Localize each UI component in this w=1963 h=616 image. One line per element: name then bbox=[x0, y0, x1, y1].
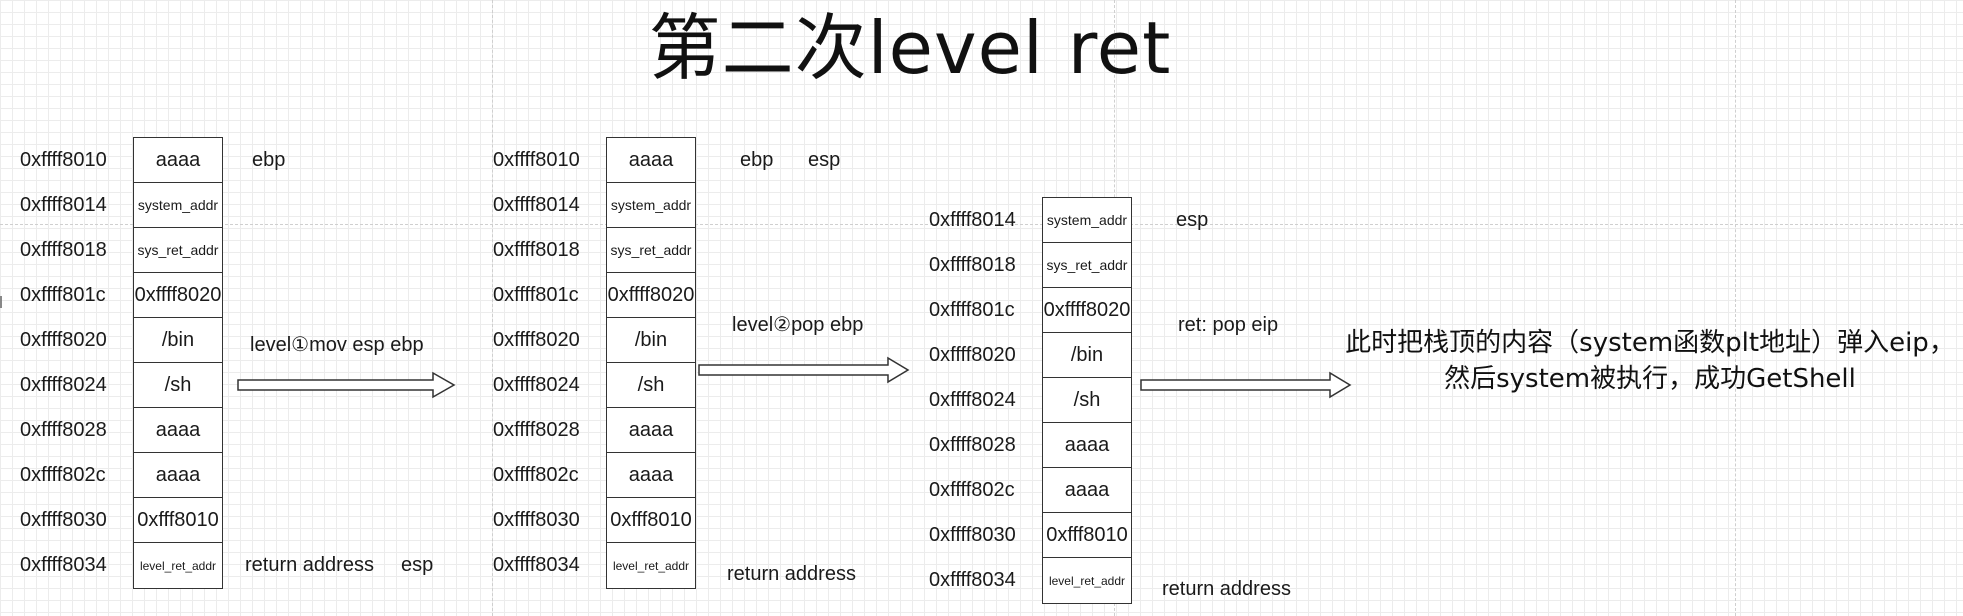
stack-cell: 0xffff8020 bbox=[607, 273, 695, 318]
address-label: 0xffff8020 bbox=[20, 329, 107, 351]
address-label: 0xffff8018 bbox=[929, 254, 1016, 276]
return-address-label: return address bbox=[1162, 578, 1291, 600]
esp-pointer-label: esp bbox=[808, 149, 841, 171]
address-label: 0xffff8018 bbox=[493, 239, 580, 261]
address-label: 0xffff8034 bbox=[20, 554, 107, 576]
edge-marker bbox=[0, 296, 2, 308]
address-label: 0xffff802c bbox=[929, 479, 1015, 501]
address-label: 0xffff8034 bbox=[493, 554, 580, 576]
stack-cell: aaaa bbox=[134, 453, 222, 498]
ebp-pointer-label: ebp bbox=[740, 149, 774, 171]
stack-cell: /bin bbox=[134, 318, 222, 363]
address-label: 0xffff8010 bbox=[20, 149, 107, 171]
stack-cell: aaaa bbox=[134, 138, 222, 183]
address-label: 0xffff802c bbox=[493, 464, 579, 486]
address-label: 0xffff801c bbox=[493, 284, 579, 306]
step-label: level②pop ebp bbox=[732, 314, 864, 336]
esp-pointer-label: esp bbox=[401, 554, 434, 576]
stack-cell: 0xffff8020 bbox=[1043, 288, 1131, 333]
address-label: 0xffff8014 bbox=[493, 194, 580, 216]
stack-cell: 0xfff8010 bbox=[1043, 513, 1131, 558]
stack-cell: sys_ret_addr bbox=[607, 228, 695, 273]
stack-column: system_addr sys_ret_addr 0xffff8020 /bin… bbox=[1042, 197, 1132, 604]
stack-cell: level_ret_addr bbox=[1048, 573, 1126, 588]
result-note: 此时把栈顶的内容（system函数plt地址）弹入eip， 然后system被执… bbox=[1325, 325, 1963, 397]
address-label: 0xffff802c bbox=[20, 464, 106, 486]
right-arrow-icon bbox=[698, 356, 910, 384]
guide-line bbox=[492, 0, 493, 616]
address-label: 0xffff8030 bbox=[493, 509, 580, 531]
stack-cell: aaaa bbox=[607, 408, 695, 453]
stack-cell: 0xfff8010 bbox=[134, 498, 222, 543]
address-label: 0xffff8034 bbox=[929, 569, 1016, 591]
address-label: 0xffff8018 bbox=[20, 239, 107, 261]
return-address-label: return address bbox=[245, 554, 374, 576]
stack-cell: aaaa bbox=[607, 138, 695, 183]
address-label: 0xffff8024 bbox=[493, 374, 580, 396]
stack-cell: /sh bbox=[1043, 378, 1131, 423]
guide-line bbox=[0, 224, 1963, 225]
address-label: 0xffff8030 bbox=[20, 509, 107, 531]
stack-cell: system_addr bbox=[607, 183, 695, 228]
right-arrow-icon bbox=[237, 371, 456, 399]
step-label: level①mov esp ebp bbox=[250, 334, 424, 356]
stack-column: aaaa system_addr sys_ret_addr 0xffff8020… bbox=[133, 137, 223, 589]
ret-pop-eip-label: ret: pop eip bbox=[1178, 314, 1279, 336]
stack-cell: system_addr bbox=[134, 183, 222, 228]
stack-column: aaaa system_addr sys_ret_addr 0xffff8020… bbox=[606, 137, 696, 589]
address-label: 0xffff8014 bbox=[929, 209, 1016, 231]
stack-cell: sys_ret_addr bbox=[134, 228, 222, 273]
stack-cell: /bin bbox=[1043, 333, 1131, 378]
stack-cell: aaaa bbox=[134, 408, 222, 453]
address-label: 0xffff801c bbox=[20, 284, 106, 306]
stack-cell: 0xffff8020 bbox=[134, 273, 222, 318]
diagram-title: 第二次level ret bbox=[648, 6, 1172, 90]
guide-line bbox=[1735, 0, 1736, 616]
ebp-pointer-label: ebp bbox=[252, 149, 286, 171]
address-label: 0xffff8014 bbox=[20, 194, 107, 216]
address-label: 0xffff8010 bbox=[493, 149, 580, 171]
stack-cell: aaaa bbox=[1043, 468, 1131, 513]
stack-cell: sys_ret_addr bbox=[1043, 243, 1131, 288]
address-label: 0xffff8020 bbox=[929, 344, 1016, 366]
address-label: 0xffff8028 bbox=[493, 419, 580, 441]
stack-cell: system_addr bbox=[1043, 198, 1131, 243]
address-label: 0xffff8024 bbox=[929, 389, 1016, 411]
address-label: 0xffff8030 bbox=[929, 524, 1016, 546]
address-label: 0xffff8024 bbox=[20, 374, 107, 396]
stack-cell: aaaa bbox=[607, 453, 695, 498]
stack-cell: aaaa bbox=[1043, 423, 1131, 468]
esp-pointer-label: esp bbox=[1176, 209, 1209, 231]
address-label: 0xffff8020 bbox=[493, 329, 580, 351]
stack-cell: /sh bbox=[607, 363, 695, 408]
right-arrow-icon bbox=[1140, 371, 1352, 399]
return-address-label: return address bbox=[727, 563, 856, 585]
stack-cell: 0xfff8010 bbox=[607, 498, 695, 543]
stack-cell: level_ret_addr bbox=[139, 558, 217, 573]
note-line: 此时把栈顶的内容（system函数plt地址）弹入eip， bbox=[1345, 328, 1955, 358]
address-label: 0xffff8028 bbox=[20, 419, 107, 441]
address-label: 0xffff801c bbox=[929, 299, 1015, 321]
note-line: 然后system被执行，成功GetShell bbox=[1444, 364, 1856, 394]
address-label: 0xffff8028 bbox=[929, 434, 1016, 456]
stack-cell: level_ret_addr bbox=[612, 558, 690, 573]
stack-cell: /bin bbox=[607, 318, 695, 363]
stack-cell: /sh bbox=[134, 363, 222, 408]
